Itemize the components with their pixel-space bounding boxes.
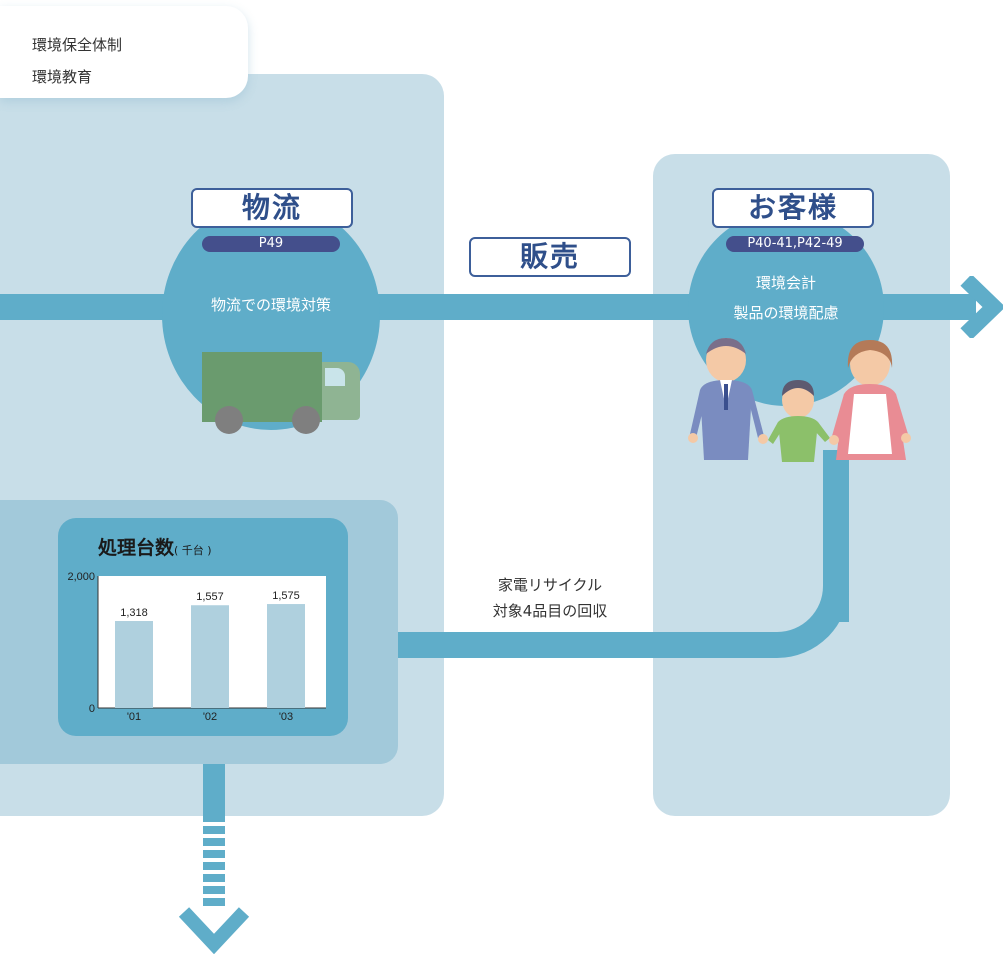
down-flow-dash xyxy=(203,850,225,858)
recycle-label: 家電リサイクル 対象4品目の回収 xyxy=(470,572,630,624)
down-flow-stem xyxy=(203,764,225,822)
arrow-down-icon xyxy=(178,907,250,954)
y-tick-label: 2,000 xyxy=(67,571,95,583)
recycle-line2: 対象4品目の回収 xyxy=(492,602,608,620)
logistics-page-badge[interactable]: P49 xyxy=(202,236,340,252)
chart-title-unit: ( 千台 ) xyxy=(174,544,212,557)
bar-value-label: 1,575 xyxy=(272,590,300,602)
x-tick-label: '01 xyxy=(127,711,141,723)
menu-tab: 環境保全体制 環境教育 xyxy=(0,6,248,98)
down-flow-dash xyxy=(203,874,225,882)
truck-window xyxy=(325,368,345,386)
customer-line1: 環境会計 xyxy=(755,274,816,292)
menu-item-environmental-education[interactable]: 環境教育 xyxy=(32,68,93,86)
sales-title: 販売 xyxy=(469,237,631,277)
customer-page-badge[interactable]: P40-41,P42-49 xyxy=(726,236,864,252)
arrow-right-icon xyxy=(960,276,1003,338)
x-tick-label: '03 xyxy=(279,711,293,723)
chart-title-main: 処理台数 xyxy=(98,537,175,559)
customer-title: お客様 xyxy=(712,188,874,228)
down-flow-dash xyxy=(203,826,225,834)
recycle-line1: 家電リサイクル xyxy=(497,576,603,594)
menu-item-environmental-system[interactable]: 環境保全体制 xyxy=(32,36,123,54)
bar-value-label: 1,557 xyxy=(196,591,224,603)
logistics-description: 物流での環境対策 xyxy=(210,296,331,314)
chart-bar xyxy=(267,604,305,708)
customer-line2: 製品の環境配慮 xyxy=(733,304,839,322)
down-flow-dash xyxy=(203,898,225,906)
chart-bar xyxy=(191,605,229,708)
down-flow-dash xyxy=(203,838,225,846)
x-tick-label: '02 xyxy=(203,711,217,723)
truck-wheel xyxy=(215,406,243,434)
bar-chart: 1,318 '01 1,557 '02 1,575 '03 0 2,000 xyxy=(67,571,326,723)
y-tick-label: 0 xyxy=(89,703,95,715)
family-illustration-icon xyxy=(688,338,911,462)
down-flow-dash xyxy=(203,886,225,894)
chart-title: 処理台数( 千台 ) xyxy=(98,533,212,560)
logistics-title: 物流 xyxy=(191,188,353,228)
truck-wheel xyxy=(292,406,320,434)
chart-bar xyxy=(115,621,153,708)
bar-value-label: 1,318 xyxy=(120,607,148,619)
down-flow-dash xyxy=(203,862,225,870)
